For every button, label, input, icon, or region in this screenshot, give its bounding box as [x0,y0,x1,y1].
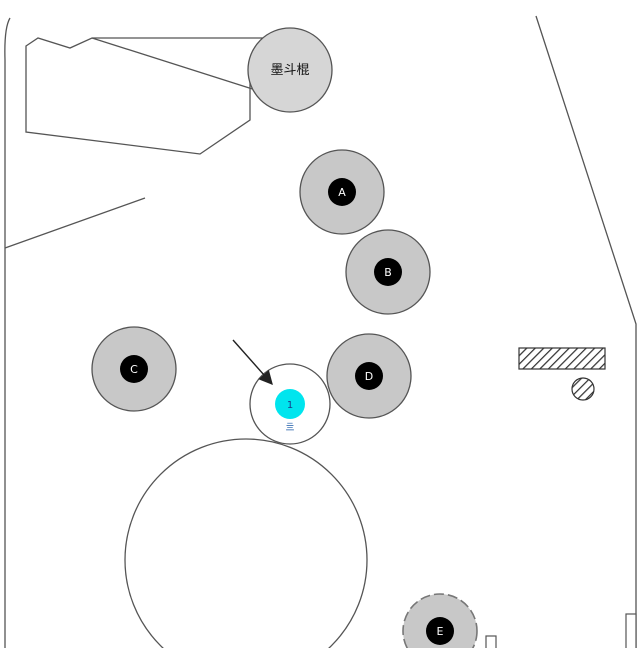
roller-c-hub [120,355,148,383]
roller-e-label: E [437,625,444,638]
roller-a: A [299,149,385,235]
small-hatched-roller [571,377,595,401]
ink-fountain [25,37,264,155]
frame-right-edge [535,15,637,648]
roller-d-label: D [365,370,373,383]
roller-b-hub [374,258,402,286]
roller-1-core [275,389,305,419]
pointer-arrow [232,339,273,386]
roller-a-hub [328,178,356,206]
fountain-blade-line [91,37,263,93]
frame-outline [4,17,11,648]
ink-fountain-roller: 墨斗棍 [247,27,333,113]
roller-e-hub [426,617,454,645]
roller-b: B [345,229,431,315]
roller-e: E [402,593,478,653]
roller-a-label: A [338,186,346,199]
roller-1: 1 亖 [249,363,331,445]
bottom-marker-right [625,613,637,651]
roller-d-hub [355,362,383,390]
roller-c: C [91,326,177,412]
plate-cylinder [124,438,368,653]
plate-line [4,197,146,249]
bottom-marker-left [485,635,497,651]
roller-1-sublabel: 亖 [285,423,294,433]
roller-b-label: B [384,266,392,279]
roller-1-label: 1 [287,400,293,411]
hatched-bar [518,347,606,370]
ink-roller-label: 墨斗棍 [270,63,309,78]
roller-d: D [326,333,412,419]
roller-c-label: C [130,363,138,376]
